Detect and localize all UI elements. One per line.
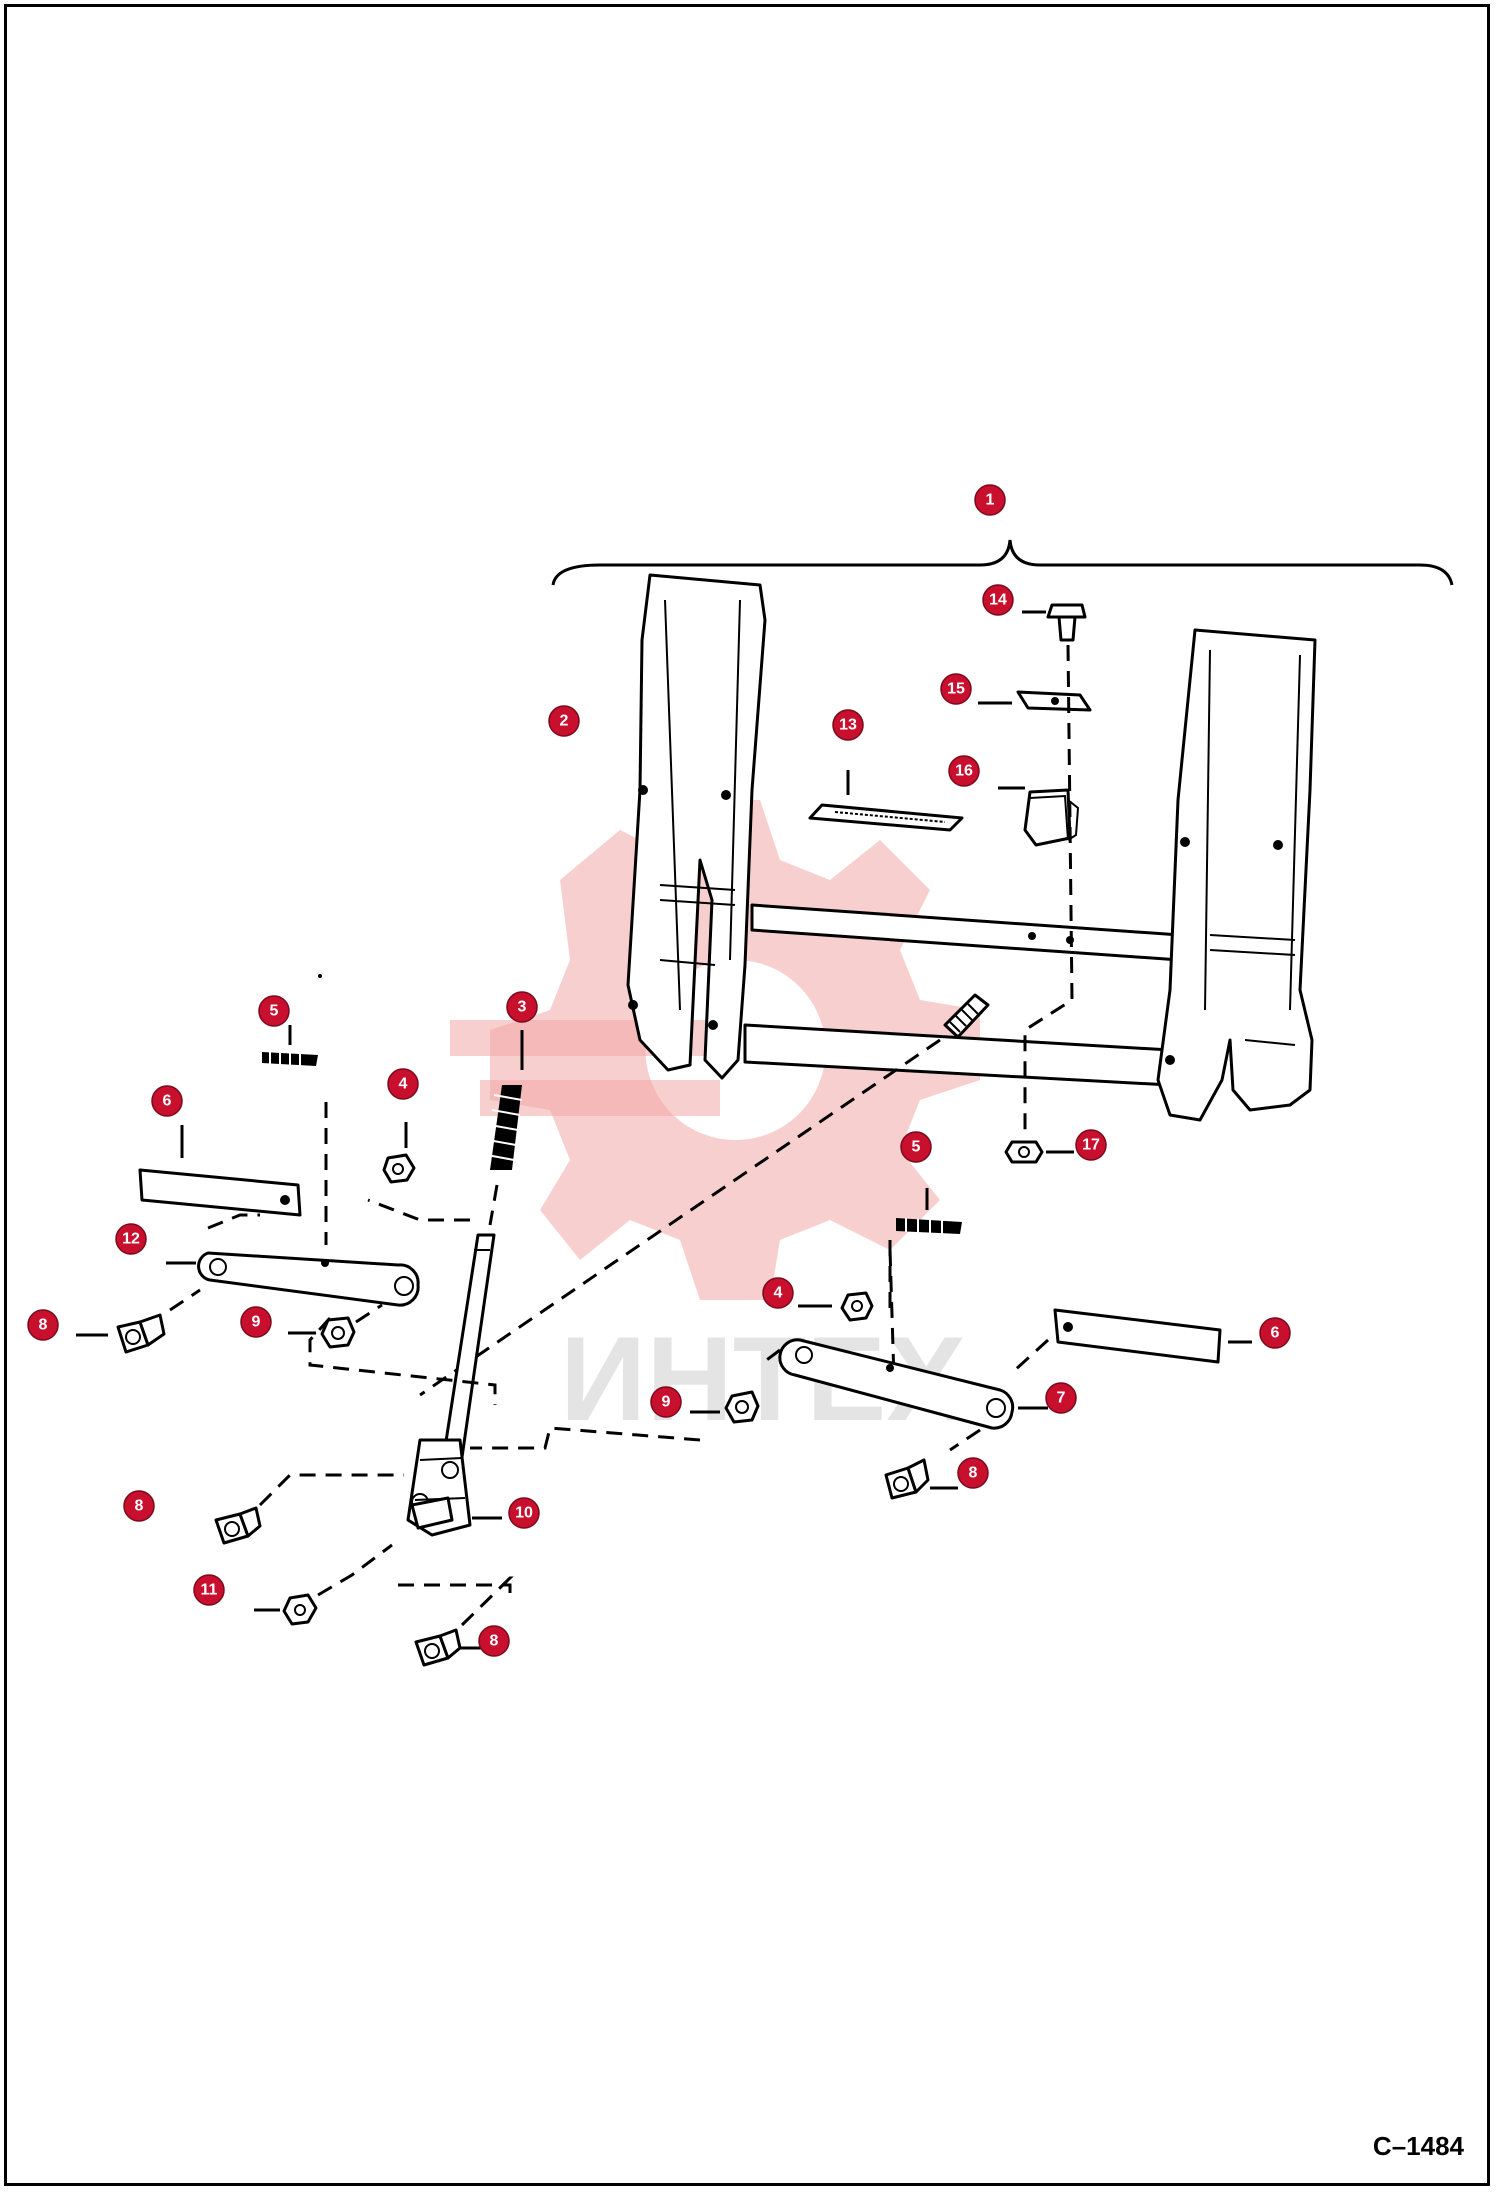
nut-17 <box>1004 1140 1074 1164</box>
lever-bracket-10 <box>406 1438 502 1537</box>
svg-text:17: 17 <box>1082 1137 1100 1154</box>
svg-text:12: 12 <box>122 1231 140 1248</box>
callout-3[interactable]: 3 <box>506 991 538 1023</box>
callout-6a[interactable]: 6 <box>151 1085 183 1117</box>
latch-block <box>998 786 1080 847</box>
guide-line-lever <box>419 1038 941 1397</box>
nut-4-right <box>798 1291 874 1322</box>
callout-8b[interactable]: 8 <box>123 1490 155 1522</box>
latch-bar-6-left <box>138 1125 302 1217</box>
callout-9a[interactable]: 9 <box>240 1306 272 1338</box>
spring-5-left <box>262 1025 328 1245</box>
svg-text:11: 11 <box>201 1582 218 1599</box>
callout-7[interactable]: 7 <box>1045 1382 1077 1414</box>
svg-text:14: 14 <box>989 592 1007 609</box>
callout-16[interactable]: 16 <box>948 755 980 787</box>
latch-bar-6-right <box>1013 1308 1252 1372</box>
svg-text:9: 9 <box>252 1314 261 1331</box>
callout-1[interactable]: 1 <box>974 484 1006 516</box>
spring-3 <box>486 1030 524 1226</box>
svg-text:4: 4 <box>399 1076 408 1093</box>
svg-text:5: 5 <box>270 1003 279 1020</box>
callout-8c[interactable]: 8 <box>478 1625 510 1657</box>
callout-6b[interactable]: 6 <box>1259 1317 1291 1349</box>
svg-text:3: 3 <box>518 999 527 1016</box>
svg-text:8: 8 <box>135 1498 144 1515</box>
svg-text:6: 6 <box>1271 1325 1280 1342</box>
svg-text:10: 10 <box>515 1505 533 1522</box>
figure-code: C–1484 <box>1372 2131 1464 2161</box>
bolt-top <box>1022 603 1087 642</box>
callout-17[interactable]: 17 <box>1075 1129 1107 1161</box>
svg-text:4: 4 <box>774 1285 783 1302</box>
spring-5-right <box>888 1188 962 1381</box>
callout-15[interactable]: 15 <box>940 673 972 705</box>
nut-4-left <box>367 1122 470 1222</box>
callout-13[interactable]: 13 <box>832 709 864 741</box>
svg-text:8: 8 <box>39 1317 48 1334</box>
bolt-8-left <box>76 1288 201 1354</box>
svg-text:1: 1 <box>986 492 995 509</box>
threaded-stud <box>943 993 990 1039</box>
bolt-8-right <box>884 1458 958 1500</box>
svg-text:9: 9 <box>662 1394 671 1411</box>
svg-text:13: 13 <box>839 717 857 734</box>
latch-plate <box>978 690 1092 712</box>
diagram-frame <box>4 4 1490 2186</box>
svg-text:15: 15 <box>947 681 965 698</box>
callout-2[interactable]: 2 <box>548 705 580 737</box>
callout-8a[interactable]: 8 <box>27 1309 59 1341</box>
bolt-8-mid <box>214 1473 404 1545</box>
callout-9b[interactable]: 9 <box>650 1386 682 1418</box>
nut-9-right <box>470 1390 760 1450</box>
callout-14[interactable]: 14 <box>982 584 1014 616</box>
callout-10[interactable]: 10 <box>508 1497 540 1529</box>
nut-11 <box>254 1543 393 1626</box>
quick-tach-frame <box>626 573 1317 1122</box>
svg-text:8: 8 <box>490 1633 499 1650</box>
bolt-8-bottom <box>398 1576 514 1667</box>
callout-12[interactable]: 12 <box>115 1223 147 1255</box>
callout-8d[interactable]: 8 <box>957 1457 989 1489</box>
callout-4a[interactable]: 4 <box>387 1068 419 1100</box>
assembly-bracket <box>551 539 1454 586</box>
decal-plate <box>808 770 964 832</box>
svg-text:2: 2 <box>560 713 569 730</box>
nut-9-left <box>288 1303 383 1349</box>
svg-text:16: 16 <box>955 763 973 780</box>
link-12 <box>166 1213 497 1405</box>
svg-text:6: 6 <box>163 1093 172 1110</box>
svg-text:5: 5 <box>912 1139 921 1156</box>
callout-5b[interactable]: 5 <box>900 1131 932 1163</box>
callout-4b[interactable]: 4 <box>762 1277 794 1309</box>
svg-text:8: 8 <box>969 1465 978 1482</box>
callout-11[interactable]: 11 <box>193 1574 225 1606</box>
stray-dot <box>318 974 322 978</box>
link-7 <box>759 1338 1048 1452</box>
callout-5a[interactable]: 5 <box>258 995 290 1027</box>
svg-text:7: 7 <box>1057 1390 1066 1407</box>
